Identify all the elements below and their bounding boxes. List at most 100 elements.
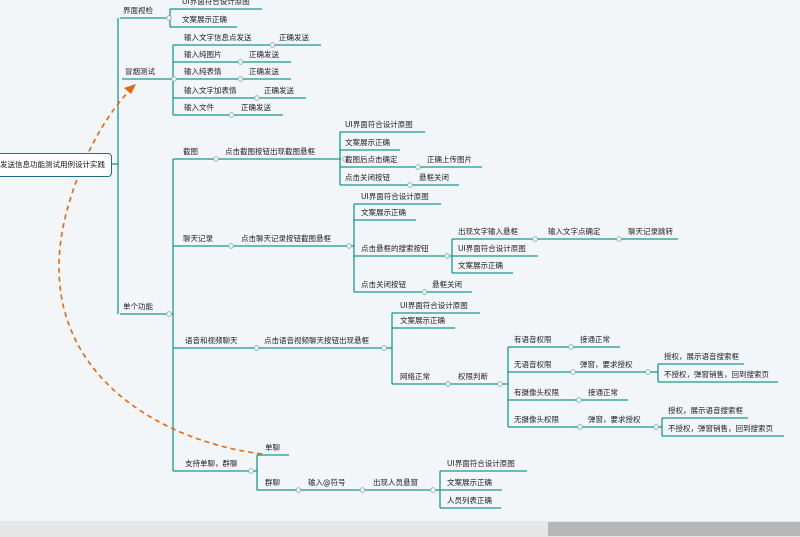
toggle-p4a	[653, 424, 659, 430]
node-p2a[interactable]: 弹窗，要求授权	[580, 360, 633, 369]
node-ok2[interactable]: 正确发送	[249, 50, 279, 59]
node-lt-ss[interactable]: 点击悬框的搜索按钮	[361, 244, 429, 253]
toggle-zc	[248, 468, 254, 474]
toggle-jt	[213, 156, 219, 162]
node-in5[interactable]: 输入文件	[184, 103, 214, 112]
node-p2[interactable]: 无语音权限	[514, 360, 552, 369]
toggle-dggn	[166, 311, 172, 317]
node-ok4[interactable]: 正确发送	[264, 86, 294, 95]
root-node[interactable]	[0, 153, 112, 177]
toggle-in1	[269, 42, 276, 48]
node-ql1[interactable]: 输入@符号	[308, 478, 346, 487]
node-zc[interactable]: 支持单聊，群聊	[185, 459, 238, 468]
toggle-mysc	[171, 76, 177, 82]
node-p4a[interactable]: 弹窗，要求授权	[588, 415, 641, 424]
toggle-ltjl	[228, 243, 234, 249]
node-lt-gb[interactable]: 点击关闭按钮	[361, 280, 406, 289]
toggle-jmjc	[166, 15, 172, 21]
toggle-in3	[237, 76, 244, 82]
node-lt-ss-ui[interactable]: UI界面符合设计原图	[458, 244, 526, 253]
toggle-ql1	[359, 487, 366, 493]
node-p1a[interactable]: 接通正常	[580, 335, 610, 344]
node-p1[interactable]: 有语音权限	[514, 335, 552, 344]
node-in3[interactable]: 输入纯表情	[184, 67, 222, 76]
toggle-ql	[295, 487, 302, 493]
toggle-lt_ss	[444, 253, 450, 259]
root-node-label: 发送信息功能测试用例设计实践	[0, 160, 105, 169]
toggle-lt_gb	[421, 289, 428, 295]
toggle-qxpd	[497, 381, 503, 387]
node-jt-wa[interactable]: 文案展示正确	[345, 138, 390, 147]
toggle-p3	[576, 397, 582, 403]
node-p4[interactable]: 无摄像头权限	[514, 415, 559, 424]
toggle-in2	[237, 59, 244, 65]
node-ltc[interactable]: 点击聊天记录按钮截图悬框	[241, 234, 331, 243]
node-jmjc[interactable]: 界面视检	[123, 6, 153, 15]
node-p2b[interactable]: 授权，展示语音搜索框	[664, 352, 739, 361]
node-ltjl[interactable]: 聊天记录	[183, 234, 213, 243]
node-qxpd[interactable]: 权限判断	[458, 372, 488, 381]
node-yy-wa[interactable]: 文案展示正确	[400, 316, 445, 325]
node-lt-ss3[interactable]: 聊天记录跳转	[628, 227, 673, 236]
node-ok5[interactable]: 正确发送	[241, 103, 271, 112]
node-p4b[interactable]: 授权，展示语音搜索框	[668, 406, 743, 415]
toggle-jt_qd	[415, 164, 421, 170]
toggle-lt_ss1	[532, 236, 538, 242]
node-lt-ss1[interactable]: 出现文字输入悬框	[458, 227, 518, 236]
node-dl[interactable]: 单聊	[265, 443, 280, 452]
toggle-in4	[254, 95, 260, 101]
node-p4c[interactable]: 不授权，弹窗销售，回到搜索页	[668, 424, 773, 433]
node-ql[interactable]: 群聊	[265, 478, 280, 487]
node-jtc[interactable]: 点击截图按钮出现截图悬框	[225, 147, 315, 156]
toggle-p4	[577, 424, 583, 430]
node-ok1[interactable]: 正确发送	[279, 33, 309, 42]
node-yyc[interactable]: 点击语音视频聊天按钮出现悬框	[264, 336, 369, 345]
node-ui1[interactable]: UI界面符合设计原图	[182, 0, 250, 6]
node-in2[interactable]: 输入纯图片	[184, 50, 222, 59]
toggle-p1	[568, 344, 574, 350]
node-jt[interactable]: 截图	[183, 147, 198, 156]
node-jt-ui[interactable]: UI界面符合设计原图	[345, 120, 413, 129]
node-jt-qd[interactable]: 截图后点击确定	[345, 155, 398, 164]
toggle-ltc	[346, 243, 352, 249]
toggle-jt_gb	[407, 182, 413, 188]
node-jt-qd2[interactable]: 正确上传图片	[427, 155, 472, 164]
node-yy-ui[interactable]: UI界面符合设计原图	[400, 301, 468, 310]
node-jt-gb2[interactable]: 悬框关闭	[419, 173, 449, 182]
node-ql2[interactable]: 出现人员悬窗	[373, 478, 418, 487]
node-lt-ss2[interactable]: 输入文字点确定	[548, 227, 601, 236]
node-lt-ss-wa[interactable]: 文案展示正确	[458, 261, 503, 270]
node-ql-ry[interactable]: 人员列表正确	[447, 496, 492, 505]
node-yy[interactable]: 语音和视频聊天	[185, 336, 238, 345]
node-wa1[interactable]: 文案展示正确	[182, 15, 227, 24]
node-wlzc[interactable]: 网络正常	[400, 372, 430, 381]
node-lt-ui[interactable]: UI界面符合设计原图	[361, 192, 429, 201]
node-in4[interactable]: 输入文字加表情	[184, 86, 237, 95]
node-p3[interactable]: 有摄像头权限	[514, 388, 559, 397]
node-dggn[interactable]: 单个功能	[123, 302, 153, 311]
scrollbar-thumb[interactable]	[548, 522, 800, 536]
node-in1[interactable]: 输入文字信息点发送	[184, 33, 252, 42]
node-jt-gb[interactable]: 点击关闭按钮	[345, 173, 390, 182]
node-lt-gb2[interactable]: 悬框关闭	[432, 280, 462, 289]
node-ql-ui[interactable]: UI界面符合设计原图	[447, 459, 515, 468]
relationship-dashed-arrow	[58, 87, 263, 455]
node-p2c[interactable]: 不授权，弹窗销售，回到搜索页	[664, 370, 769, 379]
horizontal-scrollbar[interactable]	[0, 521, 800, 537]
toggle-p2	[570, 369, 576, 375]
node-ql-wa[interactable]: 文案展示正确	[447, 478, 492, 487]
node-ok3[interactable]: 正确发送	[249, 67, 279, 76]
toggle-jtc	[342, 156, 348, 162]
node-lt-wa[interactable]: 文案展示正确	[361, 208, 406, 217]
arrowhead-icon	[124, 84, 136, 94]
toggle-lt_ss2	[616, 236, 622, 242]
node-mysc[interactable]: 冒烟测试	[125, 67, 155, 76]
toggle-ql2	[430, 487, 436, 493]
node-p3a[interactable]: 接通正常	[588, 388, 618, 397]
toggle-wlzc	[445, 381, 451, 387]
toggle-yyc	[381, 345, 387, 351]
toggle-in5	[228, 112, 235, 118]
toggle-p2a	[645, 369, 651, 375]
